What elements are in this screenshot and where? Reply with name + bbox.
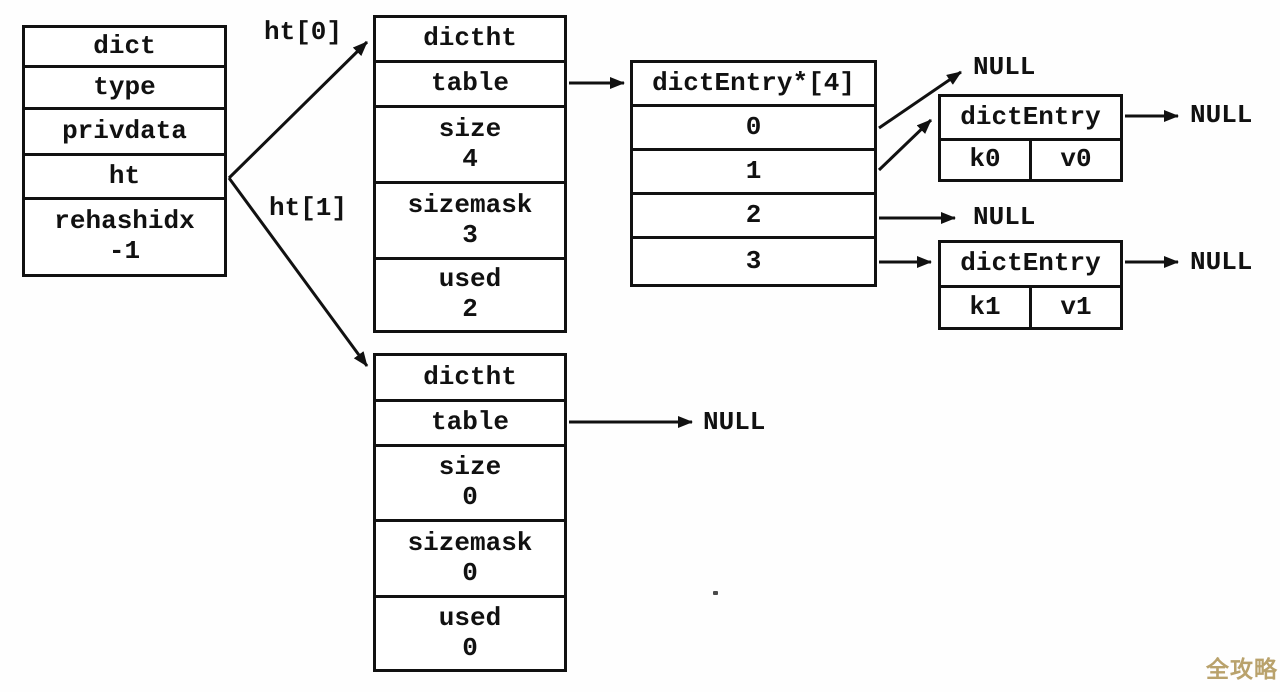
entry0-key: k0: [969, 144, 1001, 175]
dict-type-label: type: [93, 71, 156, 102]
dictht1-sizemask-label: sizemask: [407, 527, 533, 558]
entry1-value-cell: v1: [1032, 288, 1120, 327]
dictht1-used-row: used 0: [376, 598, 564, 669]
entry1-kv-row: k1 v1: [941, 288, 1120, 327]
dictht0-size-label: size: [438, 113, 502, 144]
dict-privdata-row: privdata: [25, 110, 224, 156]
entry0-title-row: dictEntry: [941, 97, 1120, 141]
arrow-slot1-to-entry0: [877, 118, 933, 172]
null-label-entry1-next: NULL: [1190, 247, 1253, 277]
dictht0-sizemask-row: sizemask 3: [376, 184, 564, 260]
null-label-table1: NULL: [703, 407, 766, 437]
entry1-title-row: dictEntry: [941, 243, 1120, 288]
dictht1-sizemask-value: 0: [462, 557, 478, 588]
dictht0-size-value: 4: [462, 143, 478, 174]
entry1-key: k1: [969, 291, 1001, 322]
null-label-entry0-next: NULL: [1190, 100, 1253, 130]
dictht0-used-value: 2: [462, 294, 478, 324]
ht0-pointer-label: ht[0]: [264, 17, 343, 47]
dictht0-table-row: table: [376, 63, 564, 108]
dictht0-title: dictht: [423, 23, 517, 54]
bucket-slot-1: 1: [633, 151, 874, 195]
watermark-text: 全攻略: [1206, 657, 1278, 683]
null-label-slot0: NULL: [973, 52, 1036, 82]
dictht0-struct-box: dictht table size 4 sizemask 3 used 2: [373, 15, 567, 333]
bucket-array-title: dictEntry*[4]: [652, 67, 855, 98]
stray-ink-dot: [713, 591, 718, 595]
dict-privdata-label: privdata: [62, 115, 187, 146]
dictht0-sizemask-label: sizemask: [407, 189, 533, 220]
dictht1-size-value: 0: [462, 482, 478, 512]
entry0-title: dictEntry: [960, 101, 1101, 132]
dict-title-row: dict: [25, 28, 224, 68]
bucket-array-box: dictEntry*[4] 0 1 2 3: [630, 60, 877, 287]
entry1-key-cell: k1: [941, 288, 1032, 327]
dictht1-used-value: 0: [462, 632, 478, 663]
entry1-box: dictEntry k1 v1: [938, 240, 1123, 330]
dict-title: dict: [93, 30, 156, 61]
dictht1-size-label: size: [438, 452, 502, 483]
entry1-value: v1: [1060, 291, 1092, 322]
dictht1-sizemask-row: sizemask 0: [376, 522, 564, 598]
entry0-value-cell: v0: [1032, 141, 1120, 179]
dictht0-table-label: table: [430, 68, 509, 99]
dictht0-title-row: dictht: [376, 18, 564, 63]
dictht0-used-row: used 2: [376, 260, 564, 330]
bucket-slot-0-index: 0: [745, 111, 762, 142]
entry1-title: dictEntry: [960, 248, 1101, 279]
dictht1-struct-box: dictht table size 0 sizemask 0 used 0: [373, 353, 567, 672]
entry0-value: v0: [1060, 144, 1092, 175]
bucket-array-title-row: dictEntry*[4]: [633, 63, 874, 107]
dictht1-table-label: table: [430, 407, 509, 438]
dict-rehashidx-row: rehashidx -1: [25, 200, 224, 274]
dictht0-size-row: size 4: [376, 108, 564, 184]
entry0-key-cell: k0: [941, 141, 1032, 179]
dictht0-used-label: used: [438, 264, 502, 295]
dict-ht-row: ht: [25, 156, 224, 200]
bucket-slot-2-index: 2: [745, 199, 762, 230]
dictht1-title: dictht: [423, 361, 517, 392]
ht1-pointer-label: ht[1]: [269, 193, 348, 223]
dict-rehashidx-value: -1: [108, 236, 141, 266]
bucket-slot-3: 3: [633, 239, 874, 284]
null-label-slot2: NULL: [973, 202, 1036, 232]
dict-type-row: type: [25, 68, 224, 110]
dictht1-size-row: size 0: [376, 447, 564, 522]
bucket-slot-3-index: 3: [745, 245, 762, 276]
dictht0-sizemask-value: 3: [462, 219, 478, 250]
entry0-box: dictEntry k0 v0: [938, 94, 1123, 182]
dict-rehashidx-label: rehashidx: [54, 206, 195, 237]
bucket-slot-0: 0: [633, 107, 874, 151]
bucket-slot-1-index: 1: [745, 155, 762, 186]
dict-struct-box: dict type privdata ht rehashidx -1: [22, 25, 227, 277]
bucket-slot-2: 2: [633, 195, 874, 239]
arrow-ht0-to-dictht0: [227, 40, 369, 180]
dictht1-used-label: used: [438, 602, 502, 633]
dictht1-table-row: table: [376, 402, 564, 447]
dict-ht-label: ht: [108, 160, 141, 191]
entry0-kv-row: k0 v0: [941, 141, 1120, 179]
dictht1-title-row: dictht: [376, 356, 564, 402]
